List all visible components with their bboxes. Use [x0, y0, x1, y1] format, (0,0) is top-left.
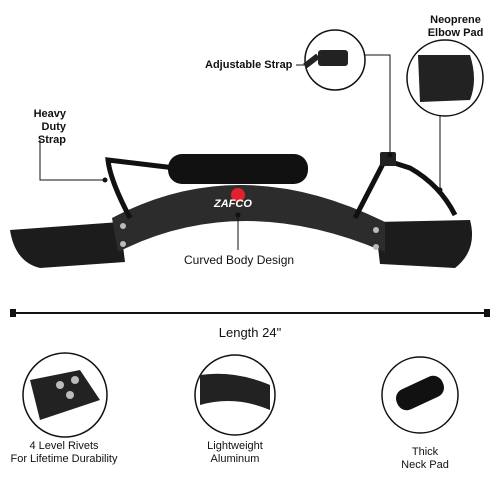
rivets-line1: 4 Level Rivets: [29, 440, 99, 452]
heavy-duty-strap-label: Heavy Duty Strap: [8, 108, 66, 147]
rivet: [120, 241, 126, 247]
left-elbow-pad: [10, 222, 125, 268]
neck-pad-label: Thick Neck Pad: [390, 446, 460, 472]
rivet: [373, 227, 379, 233]
neoprene-line2: Elbow Pad: [427, 27, 484, 39]
rivets-label: 4 Level Rivets For Lifetime Durability: [4, 440, 124, 466]
neck-pad: [168, 154, 308, 184]
heavy-duty-strap-line1: Heavy Duty: [33, 108, 66, 133]
rivet: [373, 244, 379, 250]
logo-mark: [231, 188, 245, 202]
curved-body: [112, 184, 385, 252]
rivet: [120, 223, 126, 229]
right-elbow-pad: [375, 220, 473, 268]
neck-pad-line2: Neck Pad: [401, 459, 449, 471]
neck-pad-detail: [381, 356, 459, 434]
neck-pad-line1: Thick: [411, 446, 439, 458]
neoprene-line1: Neoprene: [430, 14, 481, 26]
rivets-line2: For Lifetime Durability: [10, 453, 118, 465]
neoprene-elbow-pad-label: Neoprene Elbow Pad: [413, 14, 498, 40]
aluminum-detail: [194, 354, 276, 436]
callout-lines: [39, 54, 441, 250]
aluminum-label: Lightweight Aluminum: [190, 440, 280, 466]
heavy-duty-strap-line2: Strap: [37, 134, 66, 146]
aluminum-line2: Aluminum: [210, 453, 260, 465]
strap-left: [105, 157, 176, 220]
aluminum-line1: Lightweight: [207, 440, 263, 452]
brand-logo-text: ZAFCO: [214, 198, 252, 210]
curved-body-design-label: Curved Body Design: [184, 253, 295, 267]
arm-blaster: [10, 152, 473, 268]
dimension-line: [10, 309, 490, 317]
adjustable-strap-label: Adjustable Strap: [205, 59, 293, 71]
length-label: Length 24": [218, 325, 282, 340]
strap-right: [352, 156, 458, 220]
rivets-detail: [22, 352, 108, 438]
